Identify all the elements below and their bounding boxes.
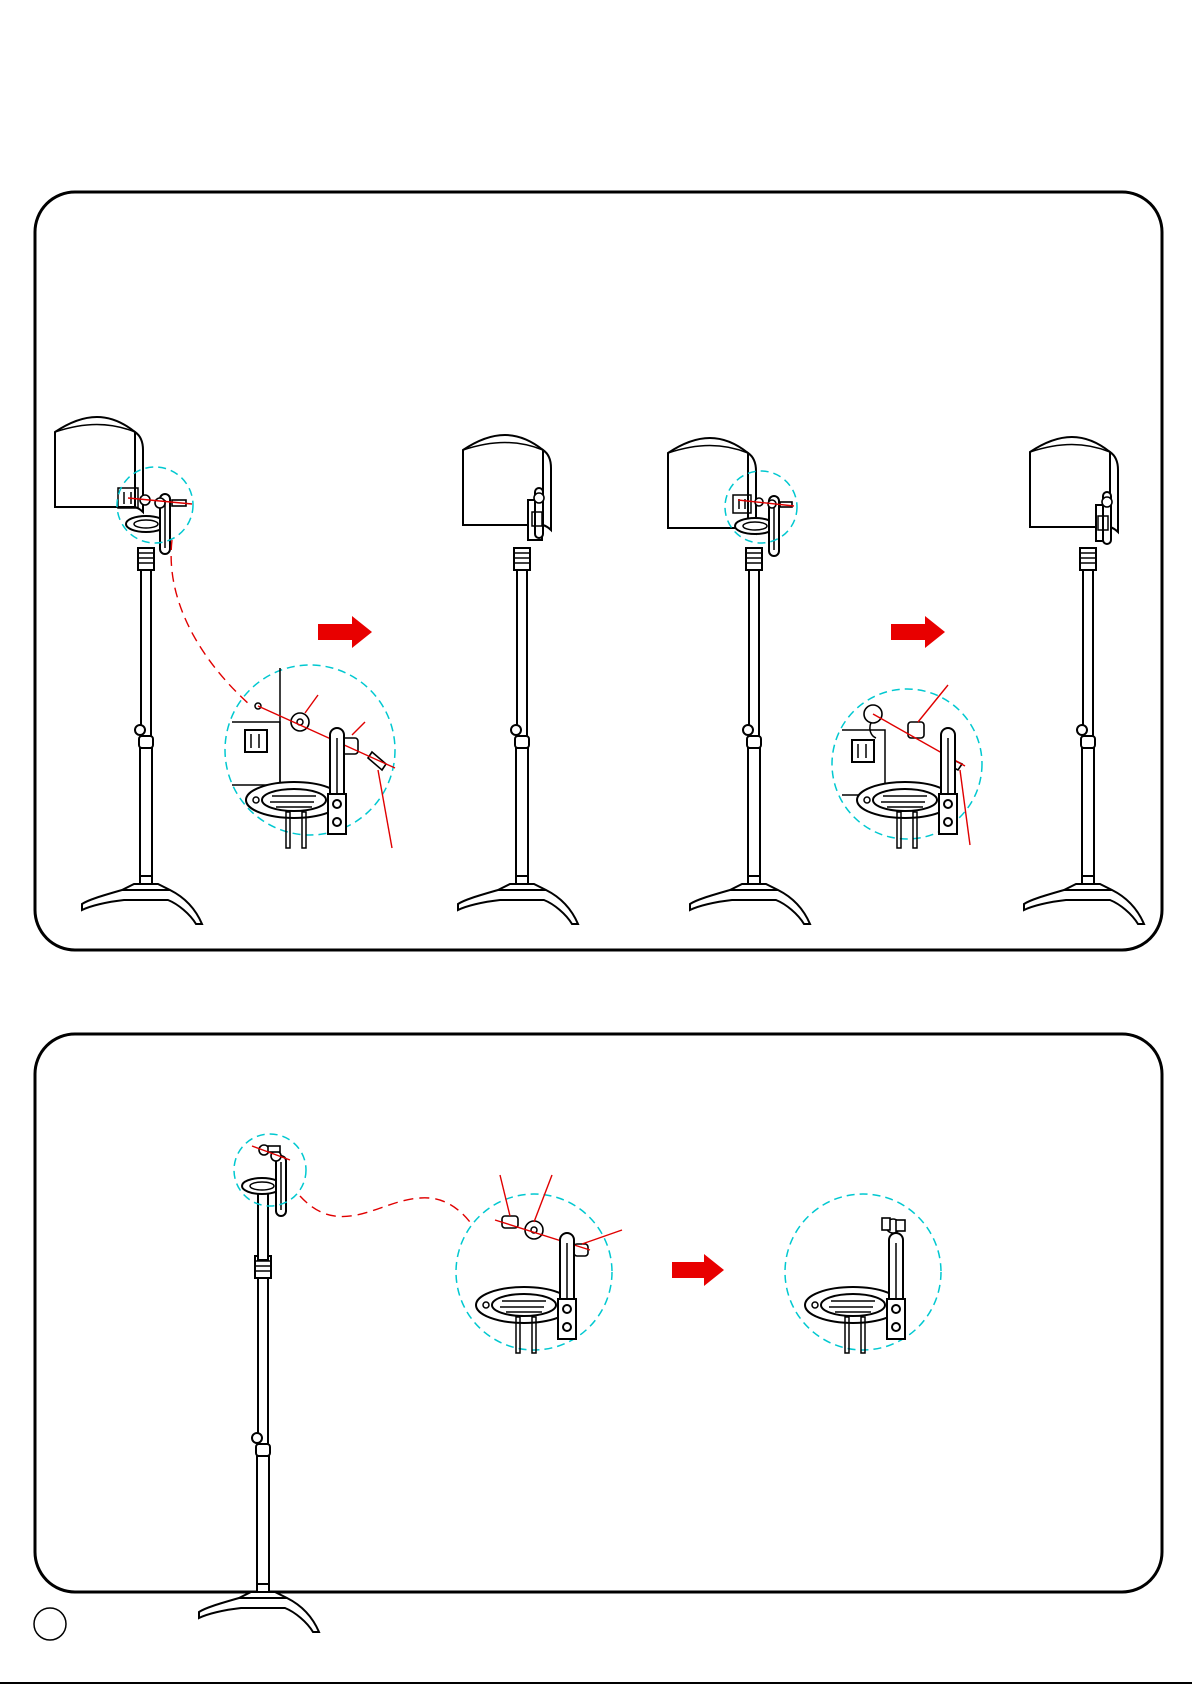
leader-line: [171, 540, 250, 705]
detail-view-2: [832, 685, 982, 848]
panel-speaker-mount: [35, 192, 1162, 950]
detail-view-1: [225, 665, 395, 848]
page-number-circle: [34, 1608, 66, 1640]
leader-line: [300, 1196, 470, 1222]
step-arrow: [318, 616, 372, 648]
step-arrow: [891, 616, 945, 648]
panel-frame: [35, 192, 1162, 950]
stand-with-speaker-exploded: [55, 417, 250, 924]
bracket-assembled: [785, 1194, 941, 1353]
panel-frame: [35, 1034, 1162, 1592]
step-arrow: [672, 1254, 724, 1286]
stand-with-speaker-exploded-alt: [668, 438, 810, 924]
stand-with-speaker-assembled: [458, 435, 578, 924]
detail-view-3: [456, 1175, 622, 1353]
panel-bracket-assembly: [35, 1034, 1162, 1632]
stand-with-bracket-exploded: [199, 1134, 470, 1632]
stand-with-speaker-assembled-alt: [1024, 437, 1144, 924]
callout-circle: [234, 1134, 306, 1206]
